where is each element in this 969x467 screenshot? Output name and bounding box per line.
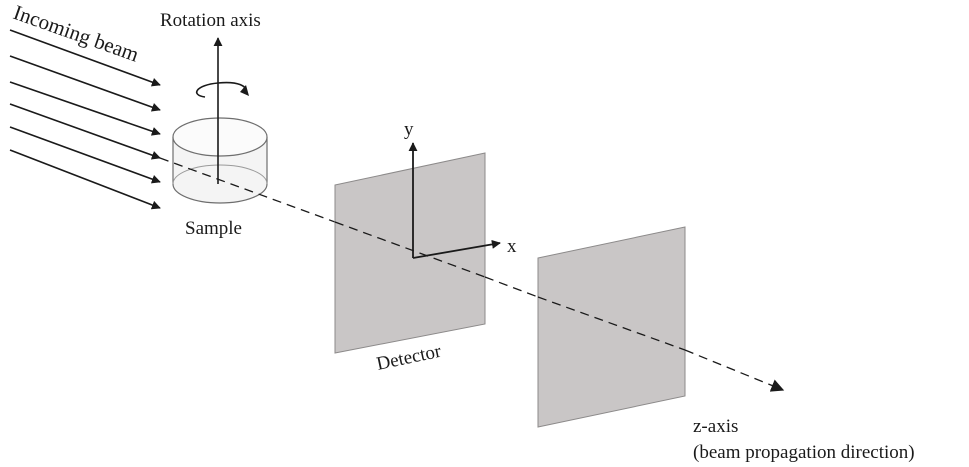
incoming-beam-label: Incoming beam: [10, 0, 142, 66]
beam-arrow-1: [9, 29, 161, 87]
sample-cylinder: [172, 117, 268, 204]
second-detector-plane: [537, 226, 686, 428]
detector-plane: [334, 152, 486, 354]
beam-path-dashed-2: [334, 221, 486, 278]
detector-label: Detector: [375, 341, 444, 375]
x-axis-label: x: [507, 236, 517, 257]
x-axis-arrow: [412, 239, 501, 259]
beam-arrow-6: [9, 149, 161, 210]
z-axis-label: z-axis: [693, 416, 738, 437]
sample-label: Sample: [185, 218, 242, 239]
curved-rotation-arrow-icon: [195, 81, 249, 98]
beam-arrow-5: [9, 126, 161, 184]
z-axis-arrow: [684, 349, 785, 392]
beam-path-dashed-1: [159, 157, 336, 223]
rotation-axis-label: Rotation axis: [160, 10, 261, 31]
beam-path-dashed-4: [537, 296, 686, 351]
z-axis-description: (beam propagation direction): [693, 442, 915, 463]
y-axis-label: y: [404, 119, 414, 140]
beam-arrow-4: [9, 103, 161, 160]
beam-arrow-3: [9, 81, 161, 136]
incoming-beam-arrows: [9, 29, 161, 210]
beam-arrow-2: [9, 55, 161, 112]
beam-path-dashed-3: [484, 276, 539, 298]
